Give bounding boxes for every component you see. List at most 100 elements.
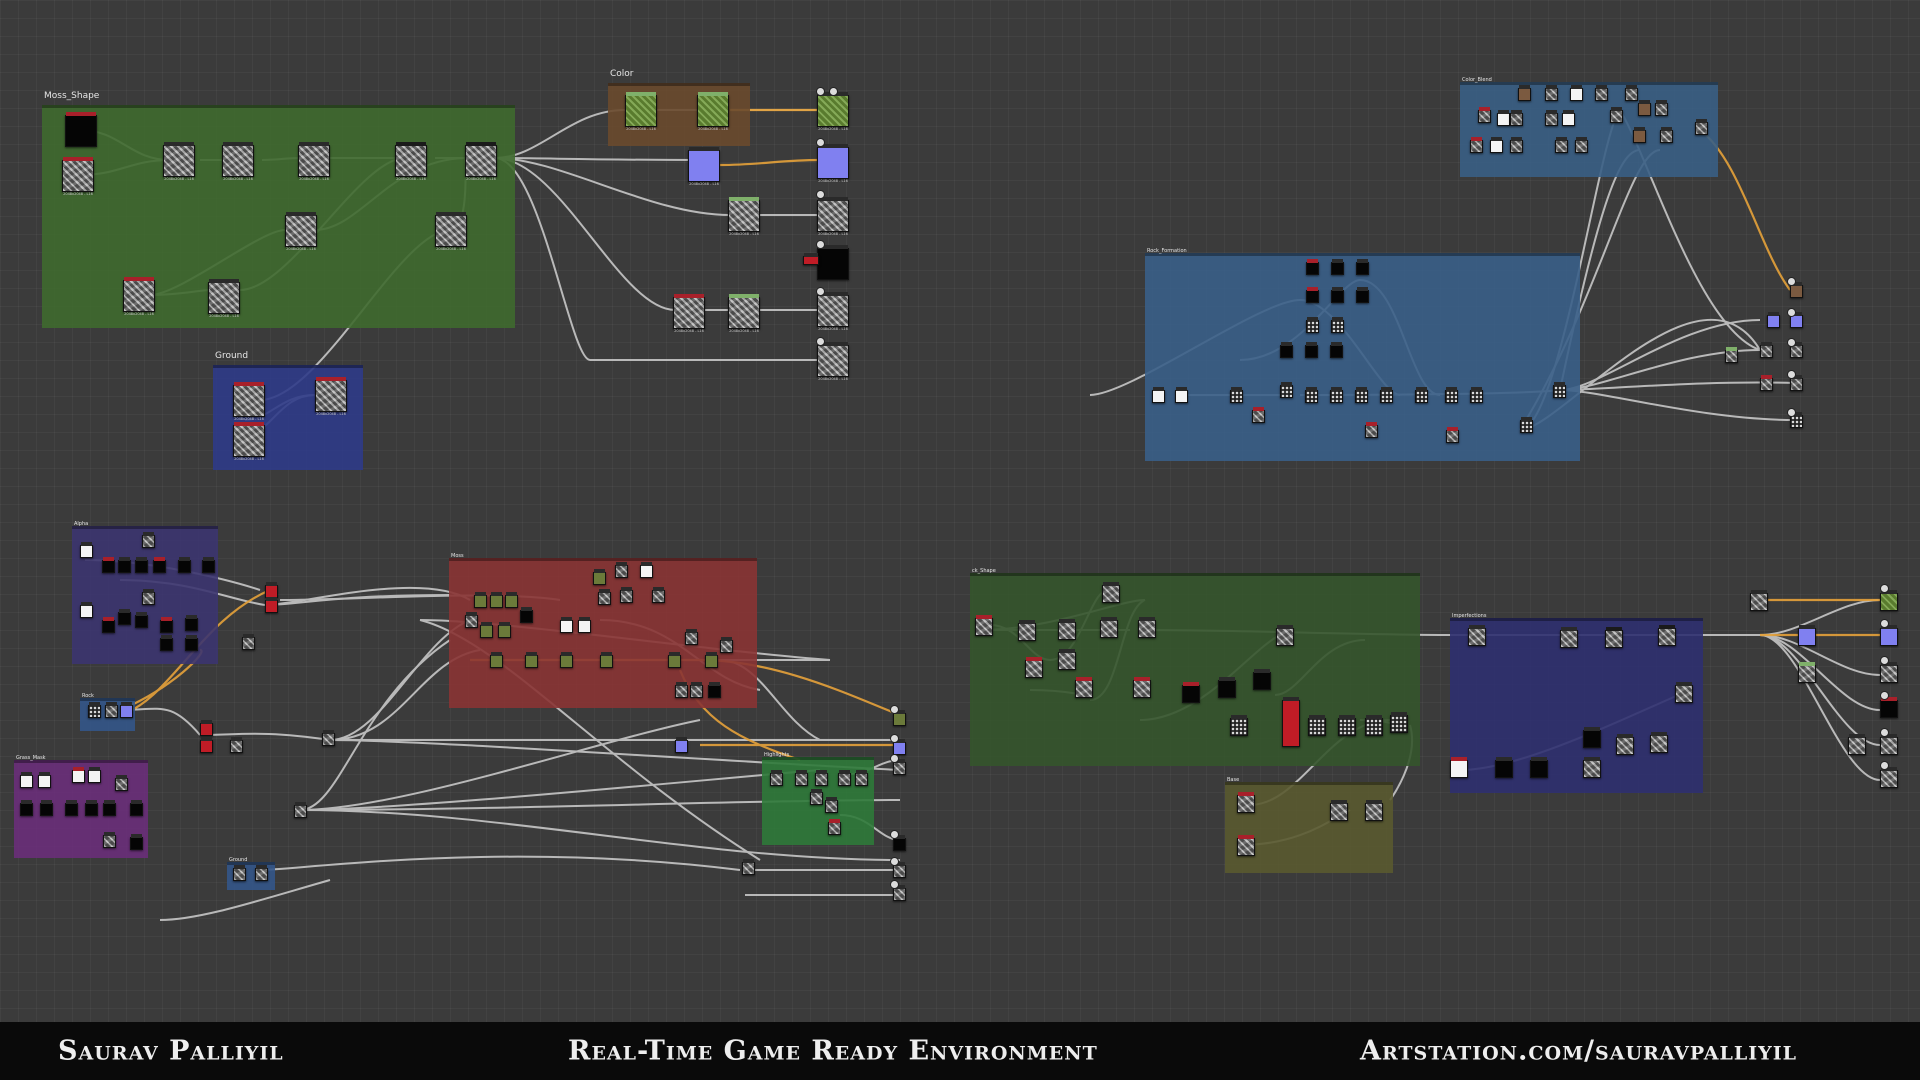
output-pin-icon[interactable] [1787, 408, 1796, 417]
node-cb-15[interactable] [1470, 137, 1483, 153]
node-rs-18[interactable] [1338, 715, 1356, 736]
node-grass-2[interactable] [38, 772, 51, 788]
node-rs-6[interactable] [1100, 617, 1118, 638]
output-pin-icon[interactable] [1880, 761, 1889, 770]
node-moss-grunge[interactable]: 2048x2048 - L16 [62, 157, 94, 196]
node-moss-f19[interactable] [600, 652, 613, 668]
node-grass-7[interactable] [40, 800, 53, 816]
node-rf-d2[interactable] [1305, 342, 1318, 358]
node-ground-noise-a[interactable]: 2048x2048 - L16 [233, 382, 265, 421]
node-rs-1[interactable] [975, 615, 993, 636]
node-output-extra-tr[interactable] [1790, 412, 1803, 428]
node-hl-1[interactable] [770, 770, 783, 786]
node-alpha-6[interactable] [153, 557, 166, 573]
node-alpha-4[interactable] [118, 557, 131, 573]
output-pin-icon[interactable] [816, 87, 825, 96]
node-moss-f9[interactable] [505, 592, 518, 608]
node-imp-12[interactable] [1675, 682, 1693, 703]
node-mix-tr[interactable] [1760, 342, 1773, 358]
output-pin-icon[interactable] [1787, 277, 1796, 286]
node-cb-14[interactable] [1695, 119, 1708, 135]
node-imp-9[interactable] [1583, 757, 1601, 778]
node-alpha-2[interactable] [142, 532, 155, 548]
node-alpha-17[interactable] [185, 635, 198, 651]
node-cb-17[interactable] [1510, 137, 1523, 153]
node-bl-small[interactable] [742, 859, 755, 875]
node-rs-4[interactable] [1058, 619, 1076, 640]
node-base-2[interactable] [1237, 835, 1255, 856]
node-rock-1[interactable] [88, 702, 101, 718]
node-roughness-a[interactable]: 2048x2048 - L16 [673, 294, 705, 333]
node-cb-18[interactable] [1555, 137, 1568, 153]
node-rock-3[interactable] [120, 702, 133, 718]
node-output-normal-br[interactable] [1880, 625, 1898, 646]
node-rf-c2[interactable] [1331, 317, 1344, 333]
node-imp-10[interactable] [1616, 734, 1634, 755]
node-output-metallic[interactable] [817, 245, 849, 280]
node-hl-6[interactable] [810, 789, 823, 805]
node-grass-5[interactable] [115, 775, 128, 791]
node-ground-blend[interactable]: 2048x2048 - L16 [315, 377, 347, 416]
node-cb-10[interactable] [1545, 110, 1558, 126]
node-alpha-7[interactable] [178, 557, 191, 573]
output-pin-icon[interactable] [829, 87, 838, 96]
output-pin-icon[interactable] [1787, 370, 1796, 379]
node-rf-e6[interactable] [1380, 387, 1393, 403]
node-rs-19[interactable] [1365, 715, 1383, 736]
node-rf-a3[interactable] [1356, 259, 1369, 275]
output-pin-icon[interactable] [890, 857, 899, 866]
node-rf-out[interactable] [1520, 417, 1533, 433]
node-moss-cells[interactable]: 2048x2048 - L16 [123, 277, 155, 316]
node-moss-f8[interactable] [490, 592, 503, 608]
node-grass-3[interactable] [72, 767, 85, 783]
node-moss-slope[interactable]: 2048x2048 - L16 [285, 212, 317, 251]
node-moss-blur[interactable]: 2048x2048 - L16 [222, 142, 254, 181]
node-rf-a2[interactable] [1331, 259, 1344, 275]
node-hl-7[interactable] [825, 797, 838, 813]
node-rf-shape2[interactable] [1175, 387, 1188, 403]
node-moss-f10[interactable] [465, 612, 478, 628]
node-grass-12[interactable] [103, 832, 116, 848]
node-moss-f16[interactable] [490, 652, 503, 668]
node-alpha-10[interactable] [142, 589, 155, 605]
node-rs-3[interactable] [1025, 657, 1043, 678]
node-moss-f3[interactable] [640, 562, 653, 578]
node-output-normal-bl[interactable] [893, 739, 906, 755]
node-moss-f23[interactable] [720, 637, 733, 653]
node-hl-4[interactable] [838, 770, 851, 786]
node-rs-10[interactable] [1133, 677, 1151, 698]
node-rf-a1[interactable] [1306, 259, 1319, 275]
footer-url[interactable]: Artstation.com/sauravpalliyil [1360, 1035, 1797, 1067]
node-output-ao[interactable]: 2048x2048 - L16 [817, 197, 849, 236]
node-rough-tr[interactable] [1760, 375, 1773, 391]
node-imp-4[interactable] [1658, 625, 1676, 646]
node-alpha-5[interactable] [135, 557, 148, 573]
node-ground-s1[interactable] [233, 865, 246, 881]
node-moss-f21[interactable] [705, 652, 718, 668]
node-alpha-out3[interactable] [200, 720, 213, 736]
node-rf-e9[interactable] [1470, 387, 1483, 403]
node-moss-f25[interactable] [690, 682, 703, 698]
output-pin-icon[interactable] [816, 138, 825, 147]
node-output-rough-bl[interactable] [893, 862, 906, 878]
node-moss-f13[interactable] [520, 607, 533, 623]
node-moss-f17[interactable] [525, 652, 538, 668]
node-moss-f7[interactable] [474, 592, 487, 608]
node-imp-3[interactable] [1605, 627, 1623, 648]
node-rock-2[interactable] [105, 702, 118, 718]
node-grass-1[interactable] [20, 772, 33, 788]
node-rf-e8[interactable] [1445, 387, 1458, 403]
node-rs-13[interactable] [1253, 669, 1271, 690]
node-rs-12[interactable] [1218, 677, 1236, 698]
node-moss-blend-a[interactable]: 2048x2048 - L16 [395, 142, 427, 181]
node-rf-e3[interactable] [1305, 387, 1318, 403]
output-pin-icon[interactable] [1880, 728, 1889, 737]
node-ground-s2[interactable] [255, 865, 268, 881]
node-alpha-out4[interactable] [200, 737, 213, 753]
output-pin-icon[interactable] [1787, 308, 1796, 317]
node-cb-2[interactable] [1497, 110, 1510, 126]
node-alpha-16[interactable] [160, 635, 173, 651]
node-color-blend[interactable]: 2048x2048 - L16 [697, 92, 729, 131]
node-rs-15[interactable] [1230, 715, 1248, 736]
node-moss-clouds[interactable]: 2048x2048 - L16 [208, 279, 240, 318]
